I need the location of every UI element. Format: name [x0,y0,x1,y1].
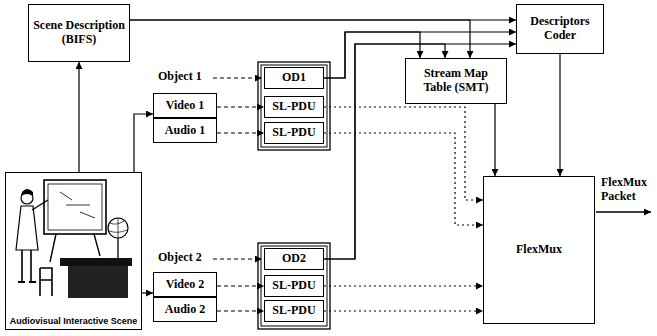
multiplexer-box: FlexMux [483,176,595,324]
packet-box: SL-PDU [264,300,324,322]
process-box: Scene Description (BIFS) [28,4,130,62]
box-text: FlexMux [516,243,562,257]
flow-connector [324,107,483,200]
box-text: Video 1 [166,99,205,113]
easel-leg [50,234,56,262]
stream-box: Video 2 [153,272,217,297]
object-label: Object 1 [158,70,212,84]
scene-box: Audiovisual Interactive Scene [5,172,142,330]
object-group-outline [258,243,330,329]
classroom-illustration [16,180,132,298]
object-group-outline [261,65,327,147]
stream-box: Audio 2 [153,297,217,322]
person-feet [18,281,36,283]
box-text: SL-PDU [272,126,315,140]
box-text: SL-PDU [272,279,315,293]
board-writing [60,192,95,218]
flow-connector [324,133,483,225]
flow-connector [134,114,153,172]
globe [108,218,128,238]
output-label: FlexMux Packet [601,176,655,204]
flow-connector [130,20,470,58]
flow-connector [559,54,560,176]
process-box: Descriptors Coder [516,4,604,54]
box-text: OD1 [282,71,306,85]
box-text: Scene Description (BIFS) [32,19,126,47]
person-arm [32,200,48,210]
box-text: SL-PDU [272,304,315,318]
box-text: Descriptors Coder [520,15,600,43]
packet-box: SL-PDU [264,96,324,118]
flow-connector [324,310,483,311]
table-box: Stream Map Table (SMT) [405,58,507,104]
object-label: Object 2 [158,251,212,265]
box-text: OD2 [282,252,306,266]
globe-lines [109,218,127,238]
person-body [16,206,38,250]
flow-connector [217,285,264,286]
box-text: SL-PDU [272,100,315,114]
box-text: Audio 1 [165,124,205,138]
object-leader [213,258,262,259]
person-leg [21,250,23,282]
packet-box: SL-PDU [264,122,324,144]
flow-connector [142,292,153,293]
object-group-outline [261,246,327,326]
desk-top [60,258,132,266]
flow-connector [494,104,495,176]
stream-box: Audio 1 [153,118,217,143]
easel-leg [94,234,100,256]
descriptor-box: OD2 [264,248,324,270]
flow-connector [217,310,264,311]
object-group-outline [258,62,330,150]
packet-box: SL-PDU [264,275,324,297]
object-leader [213,77,262,78]
globe-stand [117,238,118,258]
whiteboard [44,180,106,234]
whiteboard [48,184,102,230]
chair [40,268,52,296]
box-text: Video 2 [166,278,205,292]
flow-connector [217,132,264,133]
flow-connector [324,285,483,286]
stream-box: Video 1 [153,93,217,118]
output-arrow [596,211,651,212]
person-leg [30,250,32,282]
desk-front [68,266,128,298]
flow-connector [217,106,264,107]
person-hair [21,189,33,196]
descriptor-box: OD1 [264,67,324,89]
flow-connector [78,62,79,172]
box-text: Stream Map Table (SMT) [409,67,503,95]
box-text: Audiovisual Interactive Scene [10,316,138,326]
box-text: Audio 2 [165,303,205,317]
